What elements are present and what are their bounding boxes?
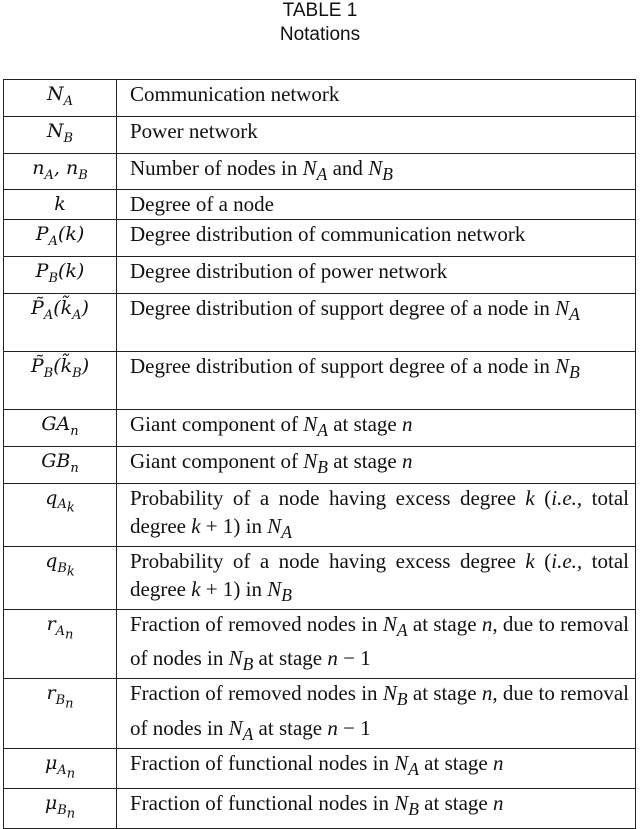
- notation-symbol: μBn: [3, 788, 117, 829]
- notation-description: Number of nodes in NA and NB: [116, 152, 636, 191]
- notation-description: Degree distribution of support degree of…: [116, 350, 636, 410]
- notation-description: Power network: [116, 115, 636, 154]
- notation-symbol: k: [3, 189, 117, 221]
- notation-description: Communication network: [116, 79, 636, 117]
- notation-symbol: nA, nB: [3, 152, 117, 191]
- notation-description: Giant component of NB at stage n: [116, 445, 636, 484]
- notation-symbol: μAn: [3, 747, 117, 790]
- notation-description: Fraction of functional nodes in NA at st…: [116, 747, 636, 790]
- table-row: PA(k)Degree distribution of communicatio…: [3, 219, 636, 258]
- table-row: P̃A(k̃A)Degree distribution of support d…: [3, 292, 636, 352]
- notation-description: Fraction of removed nodes in NA at stage…: [116, 608, 636, 680]
- notation-description: Degree distribution of communication net…: [116, 219, 636, 258]
- notation-description: Giant component of NA at stage n: [116, 408, 636, 447]
- table-label: TABLE 1: [282, 0, 358, 21]
- notation-description: Probability of a node having excess degr…: [116, 545, 636, 610]
- notation-symbol: GAn: [3, 408, 117, 447]
- notation-symbol: GBn: [3, 445, 117, 484]
- notation-symbol: NB: [3, 115, 117, 154]
- notation-symbol: rAn: [3, 608, 117, 680]
- table-row: PB(k)Degree distribution of power networ…: [3, 256, 636, 294]
- notation-symbol: NA: [3, 79, 117, 117]
- notation-description: Fraction of functional nodes in NB at st…: [116, 788, 636, 829]
- notation-description: Degree distribution of power network: [116, 256, 636, 294]
- notation-description: Degree distribution of support degree of…: [116, 292, 636, 352]
- notation-symbol: P̃A(k̃A): [3, 292, 117, 352]
- table-title: Notations: [279, 24, 361, 45]
- notation-symbol: qBk: [3, 545, 117, 610]
- notation-symbol: P̃B(k̃B): [3, 350, 117, 410]
- notation-description: Degree of a node: [116, 189, 636, 221]
- notation-description: Fraction of removed nodes in NB at stage…: [116, 678, 636, 749]
- notation-symbol: PB(k): [3, 256, 117, 294]
- notation-symbol: PA(k): [3, 219, 117, 258]
- notation-symbol: rBn: [3, 678, 117, 749]
- notation-description: Probability of a node having excess degr…: [116, 482, 636, 547]
- table-row: P̃B(k̃B)Degree distribution of support d…: [3, 350, 636, 410]
- notation-symbol: qAk: [3, 482, 117, 547]
